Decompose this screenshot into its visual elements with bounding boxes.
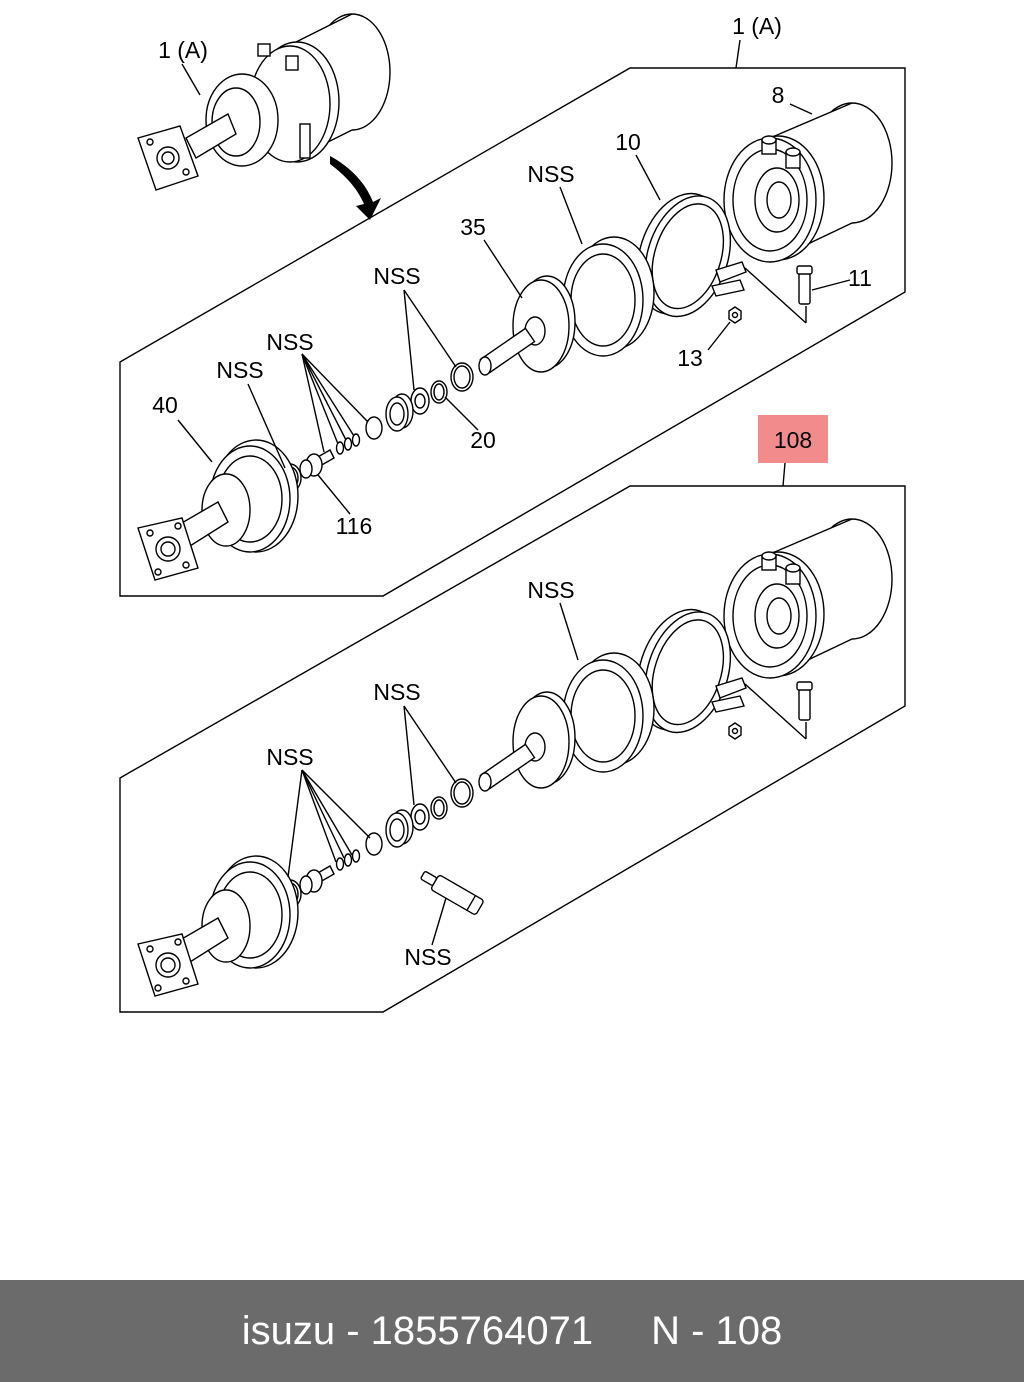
label-assembly: 1 (A): [732, 13, 782, 39]
brake-chamber: [723, 102, 893, 263]
bolt: [796, 265, 813, 305]
washer: [430, 380, 448, 404]
label-small-parts: NSS: [266, 329, 313, 355]
label-clamp: 10: [615, 129, 641, 155]
footer-bar: isuzu - 1855764071 N - 108: [0, 1280, 1024, 1382]
label-housing-ring: NSS: [216, 357, 263, 383]
seal-ring: [562, 236, 655, 357]
leader-lines: [177, 39, 851, 946]
label-nut: 13: [677, 345, 703, 371]
parts-set-upper: [137, 102, 893, 581]
fitting: [299, 449, 335, 479]
label-bearing-set: NSS: [373, 263, 420, 289]
springs: [335, 433, 361, 455]
kit-highlight-box[interactable]: [758, 415, 828, 463]
bearing-small: [410, 387, 430, 415]
footer-brand-part-number: isuzu - 1855764071: [241, 1308, 594, 1353]
label-bolt: 11: [848, 265, 872, 291]
upper-panel-frame: [119, 67, 906, 597]
lower-panel-frame: [119, 485, 906, 1013]
label-kit-seal-ring: NSS: [527, 577, 574, 603]
label-kit[interactable]: 108: [774, 427, 812, 453]
overview-assembly: [137, 13, 391, 191]
sleeve-tube: [420, 871, 484, 915]
label-fitting: 116: [336, 513, 373, 539]
direction-arrow: [330, 156, 381, 220]
label-overview: 1 (A): [158, 37, 208, 63]
clamp-ring: [636, 192, 747, 318]
footer-reference: N - 108: [651, 1308, 783, 1353]
o-ring-large: [450, 362, 474, 392]
label-chamber: 8: [772, 82, 785, 108]
housing: [137, 439, 299, 581]
label-piston: 35: [460, 214, 486, 240]
label-kit-small-parts: NSS: [266, 744, 313, 770]
label-kit-sleeve: NSS: [404, 944, 451, 970]
piston-plate: [478, 275, 576, 376]
parts-diagram: 1 (A) 1 (A) 8 10 NSS 35 11 NSS 13 NSS NS…: [119, 13, 906, 1013]
label-kit-bearing-set: NSS: [373, 679, 420, 705]
label-seal-ring: NSS: [527, 161, 574, 187]
bearing-large: [385, 393, 414, 432]
o-ring-small: [365, 416, 383, 440]
label-ring: 20: [470, 427, 496, 453]
label-housing: 40: [152, 392, 178, 418]
nut: [728, 306, 742, 324]
parts-set-lower: [137, 518, 893, 997]
